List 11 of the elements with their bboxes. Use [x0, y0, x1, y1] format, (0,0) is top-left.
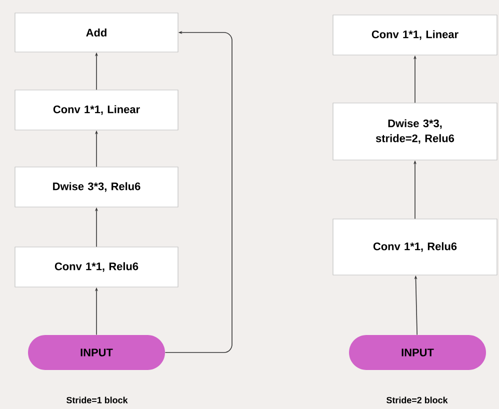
process-box: Add — [14, 12, 178, 52]
input-pill: INPUT — [349, 335, 486, 370]
caption: Stride=2 block — [386, 396, 448, 404]
process-box: Conv 1*1, Relu6 — [332, 218, 498, 276]
caption: Stride=1 block — [66, 396, 128, 404]
process-box: Dwise 3*3, stride=2, Relu6 — [332, 102, 498, 160]
process-box: Conv 1*1, Linear — [332, 14, 498, 56]
process-box: Conv 1*1, Linear — [14, 90, 178, 130]
input-pill: INPUT — [28, 335, 165, 370]
process-box: Dwise 3*3, Relu6 — [14, 166, 178, 208]
process-box: Conv 1*1, Relu6 — [14, 246, 178, 288]
